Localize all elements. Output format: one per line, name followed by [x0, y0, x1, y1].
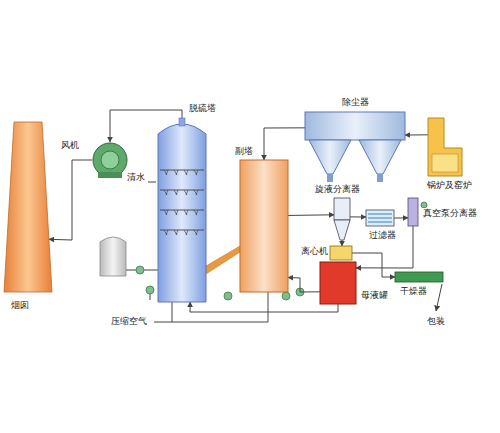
equipment-label: 旋液分离器	[314, 184, 361, 195]
equipment-shape	[330, 246, 352, 260]
equipment-shape	[305, 112, 405, 184]
centrifuge: 离心机	[330, 246, 352, 260]
desulfurization-tower: 脱硫塔	[158, 118, 206, 302]
equipment-label: 离心机	[300, 246, 329, 257]
equipment-label: 锅炉及窑炉	[426, 180, 473, 191]
equipment-shape	[320, 262, 356, 304]
equipment-label: 除尘器	[341, 97, 370, 108]
hydrocyclone: 旋液分离器	[334, 198, 350, 240]
equipment-shape	[92, 142, 128, 178]
equipment-shape	[334, 198, 350, 240]
equipment-shape	[395, 272, 443, 282]
mother-liquor-tank: 母液罐	[320, 262, 356, 304]
equipment-label: 烟囱	[10, 300, 30, 311]
equipment-shape	[240, 160, 288, 292]
filter: 过滤器	[366, 210, 394, 226]
flow-line	[356, 226, 413, 268]
equipment-shape	[158, 118, 206, 302]
equipment-shape	[4, 122, 52, 292]
boiler-kiln: 锅炉及窑炉	[428, 118, 462, 176]
equipment-shape	[428, 118, 462, 176]
equipment-label: 副塔	[234, 146, 254, 157]
flow-line	[264, 128, 305, 160]
equipment-shape	[366, 210, 394, 226]
flow-line	[190, 302, 338, 312]
flow-line	[405, 134, 428, 135]
flow-line	[341, 240, 342, 246]
fan: 风机	[92, 142, 128, 178]
flow-line	[350, 216, 366, 217]
air-label: 压缩空气	[110, 316, 148, 327]
equipment-label: 干燥器	[399, 286, 428, 297]
packing-label: 包装	[426, 316, 446, 327]
flow-line	[49, 160, 92, 240]
equipment-label: 母液罐	[360, 290, 389, 301]
water-label: 清水	[126, 172, 146, 183]
flow-line	[288, 277, 320, 292]
vacuum-separator: 真空泵分离器	[408, 198, 418, 226]
equipment-label: 过滤器	[368, 230, 397, 241]
equipment-label: 脱硫塔	[188, 103, 217, 114]
equipment-label: 真空泵分离器	[422, 208, 478, 219]
chimney: 烟囱	[4, 122, 52, 292]
flow-line	[352, 253, 395, 277]
equipment-shape	[408, 198, 418, 226]
equipment-label: 风机	[60, 140, 80, 151]
flow-line	[288, 214, 334, 216]
dust-collector: 除尘器	[305, 112, 405, 184]
dryer: 干燥器	[395, 272, 443, 282]
flow-line	[394, 217, 408, 218]
auxiliary-tower: 副塔	[240, 160, 288, 292]
